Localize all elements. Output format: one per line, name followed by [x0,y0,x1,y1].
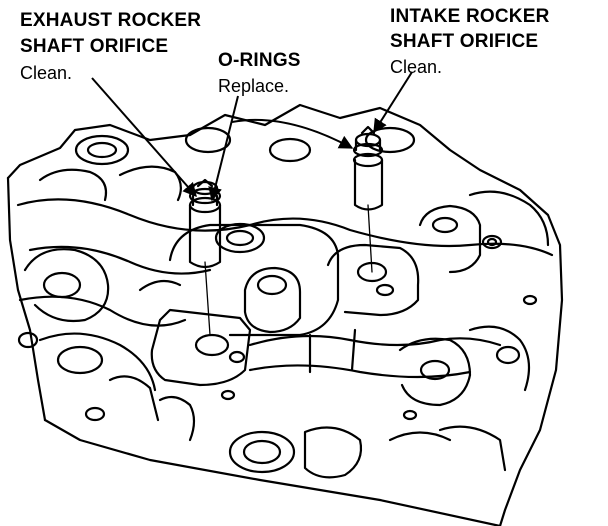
intake-label-line1: INTAKE ROCKER [390,6,550,27]
oring-leader-line-exhaust [208,95,239,202]
intake-leader-line [373,71,413,134]
intake-label-note: Clean. [390,57,443,77]
orings-label: O-RINGS [218,50,301,71]
exhaust-label-line1: EXHAUST ROCKER [20,10,202,31]
exhaust-leader-line [91,77,197,198]
center-cam-cap [168,223,340,337]
exhaust-label-line2: SHAFT ORIFICE [20,36,169,57]
orings-label-note: Replace. [218,76,290,96]
exhaust-label-note: Clean. [20,63,73,83]
intake-label-line2: SHAFT ORIFICE [390,31,539,52]
head-outline [6,103,564,526]
oring-leader-line-intake [231,118,354,149]
intake-orifice-fitting [352,125,384,211]
